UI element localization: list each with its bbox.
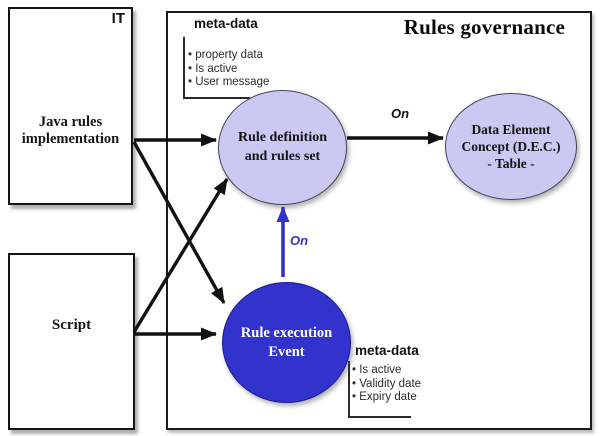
meta-item: Validity date: [352, 378, 421, 392]
meta-data-top-list: property data Is active User message: [188, 49, 269, 90]
on-label-execution-to-definition: On: [290, 233, 309, 248]
rule-definition-node: Rule definition and rules set: [218, 90, 347, 205]
rule-execution-node: Rule execution Event: [222, 282, 351, 403]
meta-data-bottom-heading: meta-data: [355, 343, 419, 358]
meta-item: Expiry date: [352, 391, 421, 405]
it-corner-label: IT: [111, 10, 125, 27]
java-rules-label: Java rules implementation: [21, 114, 120, 147]
meta-item: property data: [188, 49, 269, 63]
meta-item: Is active: [188, 63, 269, 77]
meta-item: User message: [188, 76, 269, 90]
java-rules-box: IT Java rules implementation: [8, 7, 133, 205]
bracket-line: [348, 361, 411, 418]
dec-node: Data Element Concept (D.E.C.) - Table -: [445, 93, 577, 200]
meta-item: Is active: [352, 364, 421, 378]
bracket-line: [183, 37, 250, 99]
meta-data-bottom-list: Is active Validity date Expiry date: [352, 364, 421, 405]
rules-governance-title: Rules governance: [403, 15, 565, 39]
script-box: Script: [8, 253, 135, 430]
script-label: Script: [51, 317, 92, 333]
meta-data-top-heading: meta-data: [194, 16, 258, 31]
on-label-definition-to-dec: On: [391, 106, 410, 121]
